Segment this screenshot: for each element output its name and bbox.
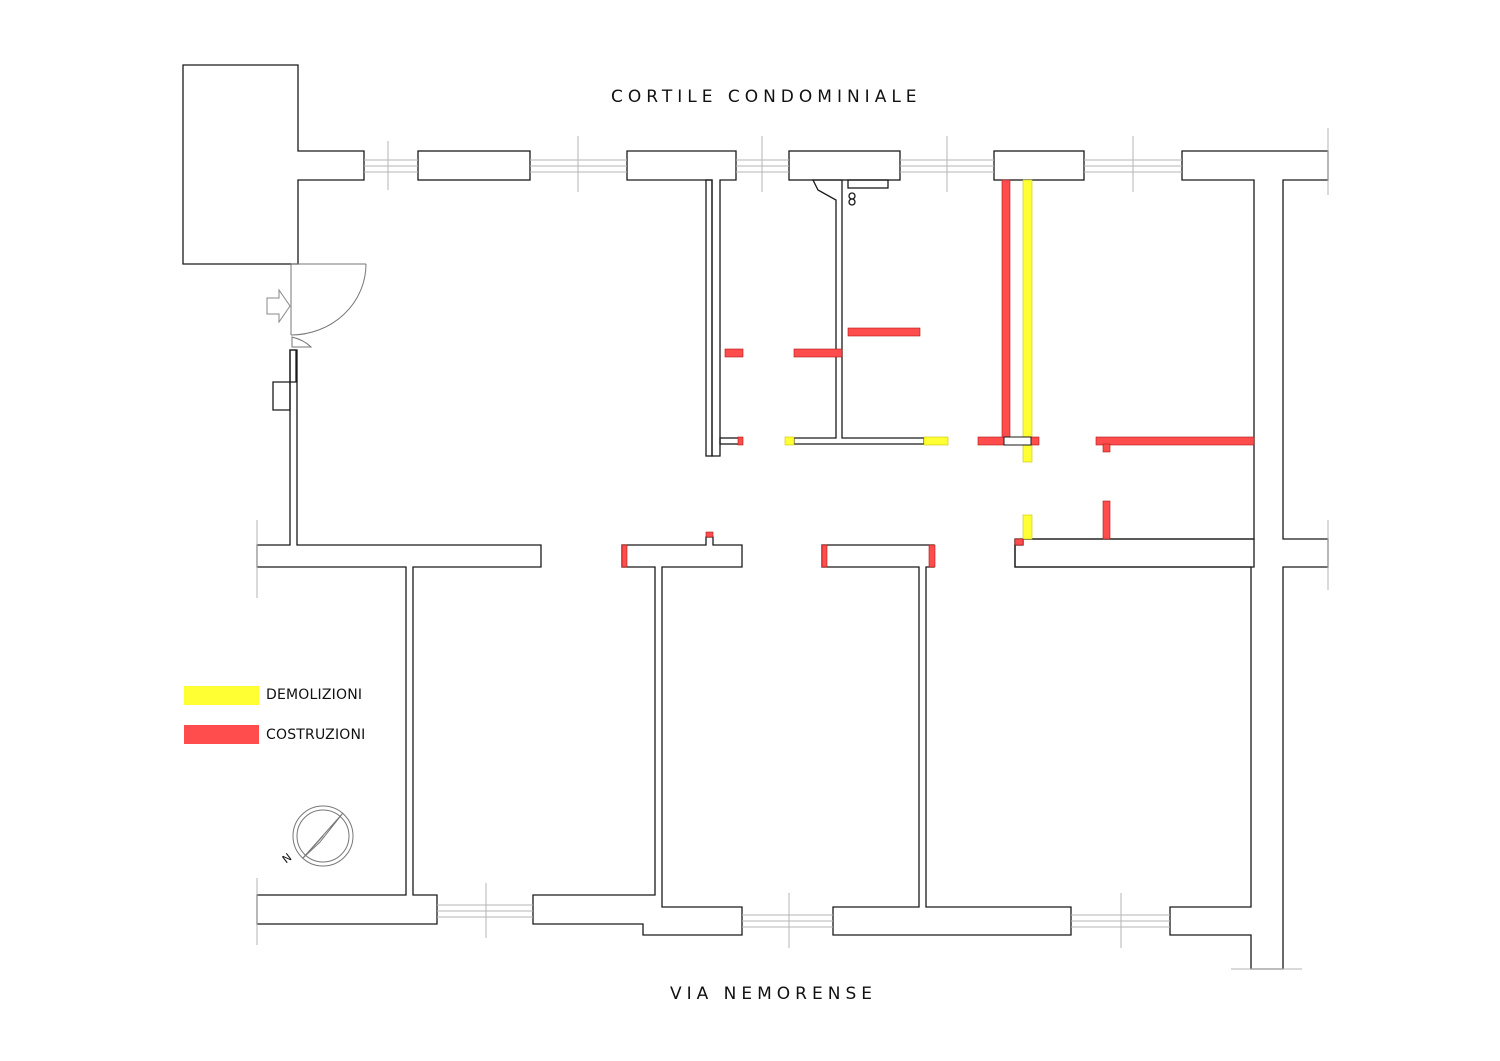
demolitions bbox=[784, 179, 1033, 540]
north-wall-segment bbox=[1014, 150, 1329, 970]
construction-wall bbox=[847, 327, 921, 337]
construction-wall bbox=[621, 544, 628, 568]
north-compass-icon bbox=[292, 805, 354, 867]
opening-outline bbox=[1003, 436, 1032, 446]
construction-wall bbox=[1102, 500, 1111, 540]
demolition-wall bbox=[1022, 514, 1033, 540]
north-wall-segment bbox=[788, 150, 901, 181]
corridor-wall bbox=[1014, 538, 1255, 568]
construction-wall bbox=[1001, 179, 1011, 439]
partition-wall bbox=[705, 179, 713, 457]
entrance-door-swing bbox=[290, 263, 367, 336]
entrance-arrow-icon bbox=[266, 288, 291, 324]
demolition-wall bbox=[784, 436, 795, 446]
construction-wall bbox=[793, 348, 843, 358]
legend-label-demolition: DEMOLIZIONI bbox=[266, 687, 363, 703]
south-street-label: VIA NEMORENSE bbox=[670, 984, 877, 1004]
construction-wall bbox=[821, 544, 828, 568]
constructions bbox=[621, 179, 1255, 568]
stair-block-wall bbox=[182, 64, 365, 265]
construction-wall bbox=[737, 436, 744, 446]
south-windows bbox=[256, 520, 1329, 970]
construction-wall bbox=[724, 348, 744, 358]
entrance-threshold bbox=[291, 336, 313, 348]
legend-swatch-construction bbox=[184, 725, 259, 744]
construction-wall bbox=[705, 531, 714, 538]
bathroom-partition bbox=[793, 179, 925, 445]
corridor-wall bbox=[532, 536, 743, 936]
fixture-outline bbox=[848, 198, 856, 206]
fixture-outline bbox=[848, 192, 856, 200]
north-wall-segment bbox=[626, 150, 737, 457]
partition-wall bbox=[719, 437, 741, 445]
corridor-wall bbox=[821, 544, 1072, 936]
legend-label-construction: COSTRUZIONI bbox=[266, 727, 366, 743]
demolition-wall bbox=[923, 436, 949, 446]
construction-wall bbox=[928, 544, 936, 568]
north-wall-segment bbox=[993, 150, 1085, 181]
corridor-wall bbox=[256, 349, 542, 925]
entrance-jamb bbox=[272, 349, 297, 411]
construction-wall bbox=[1095, 436, 1255, 446]
demolition-wall bbox=[1022, 179, 1033, 463]
north-street-label: CORTILE CONDOMINIALE bbox=[611, 87, 922, 107]
north-windows bbox=[364, 128, 1329, 195]
fixture-outline bbox=[847, 179, 889, 189]
legend-swatch-demolition bbox=[184, 686, 259, 705]
north-wall-segment bbox=[417, 150, 531, 181]
construction-wall bbox=[1102, 443, 1111, 453]
construction-wall bbox=[1014, 538, 1024, 546]
